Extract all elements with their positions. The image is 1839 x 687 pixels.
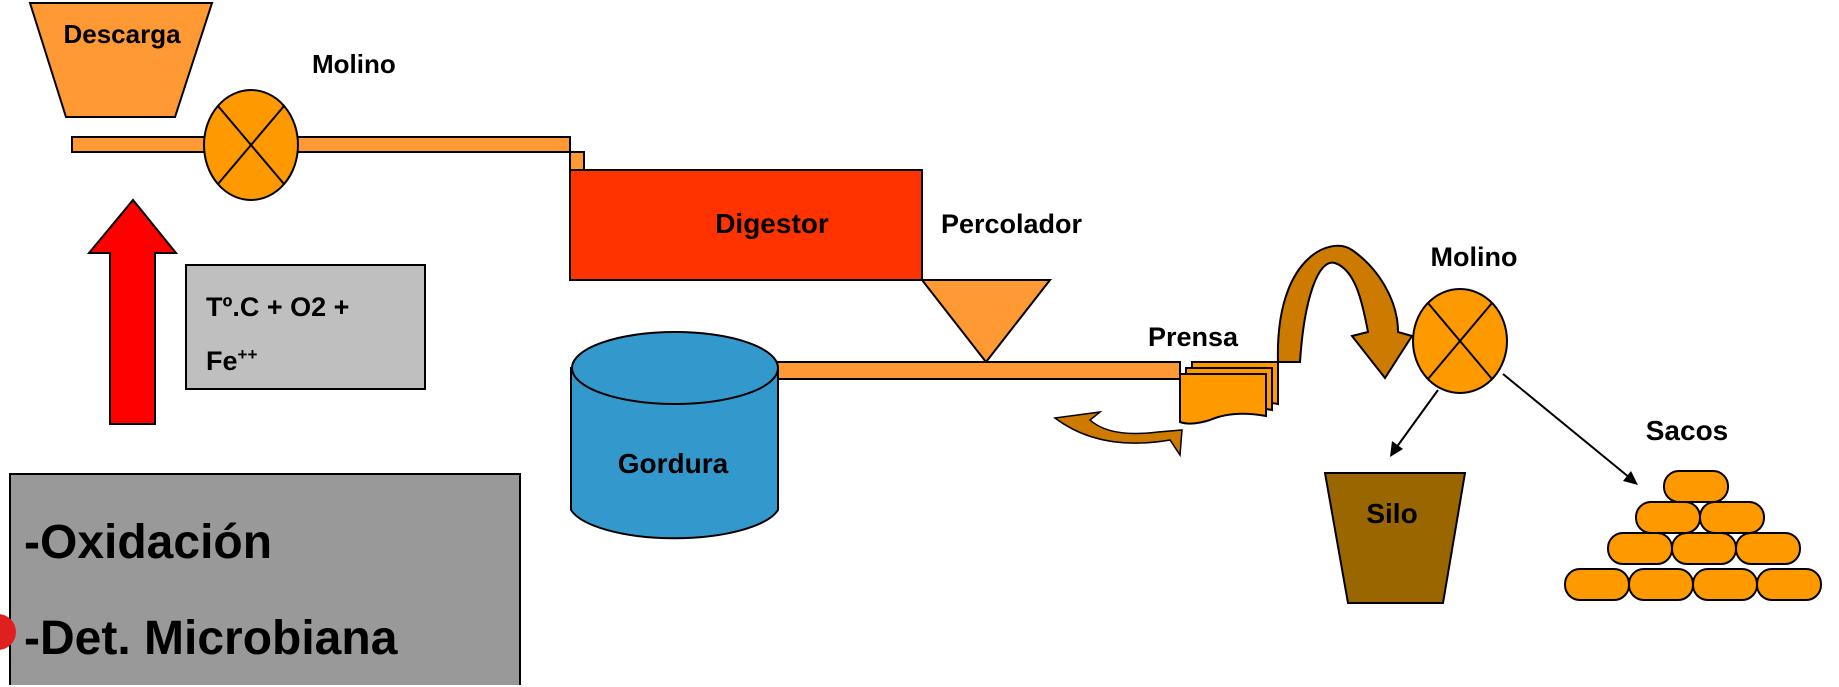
bottom-conveyor <box>774 361 1181 380</box>
effects-text: -Oxidación -Det. Microbiana <box>24 495 397 687</box>
molino-2-icon <box>1412 288 1508 394</box>
percolador-funnel <box>919 279 1053 364</box>
top-conveyor <box>71 136 585 173</box>
percolador-label: Percolador <box>941 209 1083 239</box>
sacos-label: Sacos <box>1646 415 1729 446</box>
silo-container <box>1323 472 1467 604</box>
gordura-tank <box>570 331 779 540</box>
digestor-box <box>569 169 923 281</box>
molino-to-silo-arrow-icon <box>1390 389 1439 457</box>
factors-line-1: Tº.C + O2 + <box>206 292 350 322</box>
red-corner-circle-icon <box>0 614 16 650</box>
factors-line-2: Fe++ <box>206 331 349 385</box>
factors-box <box>185 264 426 390</box>
molino-1-icon <box>203 89 299 201</box>
sacos-pile-icon <box>1564 470 1822 601</box>
digestor-label: Digestor <box>715 208 829 239</box>
silo-label: Silo <box>1366 498 1417 529</box>
effect-item-oxidacion: -Oxidación <box>24 516 273 569</box>
effect-item-det-microbiana: -Det. Microbiana <box>24 612 398 665</box>
molino-2-label: Molino <box>1431 242 1518 272</box>
gordura-label: Gordura <box>618 448 729 479</box>
factors-line-2-base: Fe <box>206 346 238 376</box>
molino-1-label: Molino <box>312 49 396 79</box>
return-curved-arrow-icon <box>1053 410 1183 458</box>
descarga-hopper <box>28 2 214 118</box>
factors-line-2-superscript: ++ <box>237 345 258 364</box>
prensa-label: Prensa <box>1148 322 1239 352</box>
effects-box <box>9 473 521 685</box>
factors-text: Tº.C + O2 + Fe++ <box>206 283 349 385</box>
molino-to-sacos-arrow-icon <box>1502 373 1638 485</box>
descarga-label: Descarga <box>63 19 181 49</box>
press-to-molino-curved-arrow-icon <box>1276 245 1414 380</box>
prensa-icon <box>1179 361 1279 425</box>
red-up-arrow-icon <box>86 198 179 425</box>
